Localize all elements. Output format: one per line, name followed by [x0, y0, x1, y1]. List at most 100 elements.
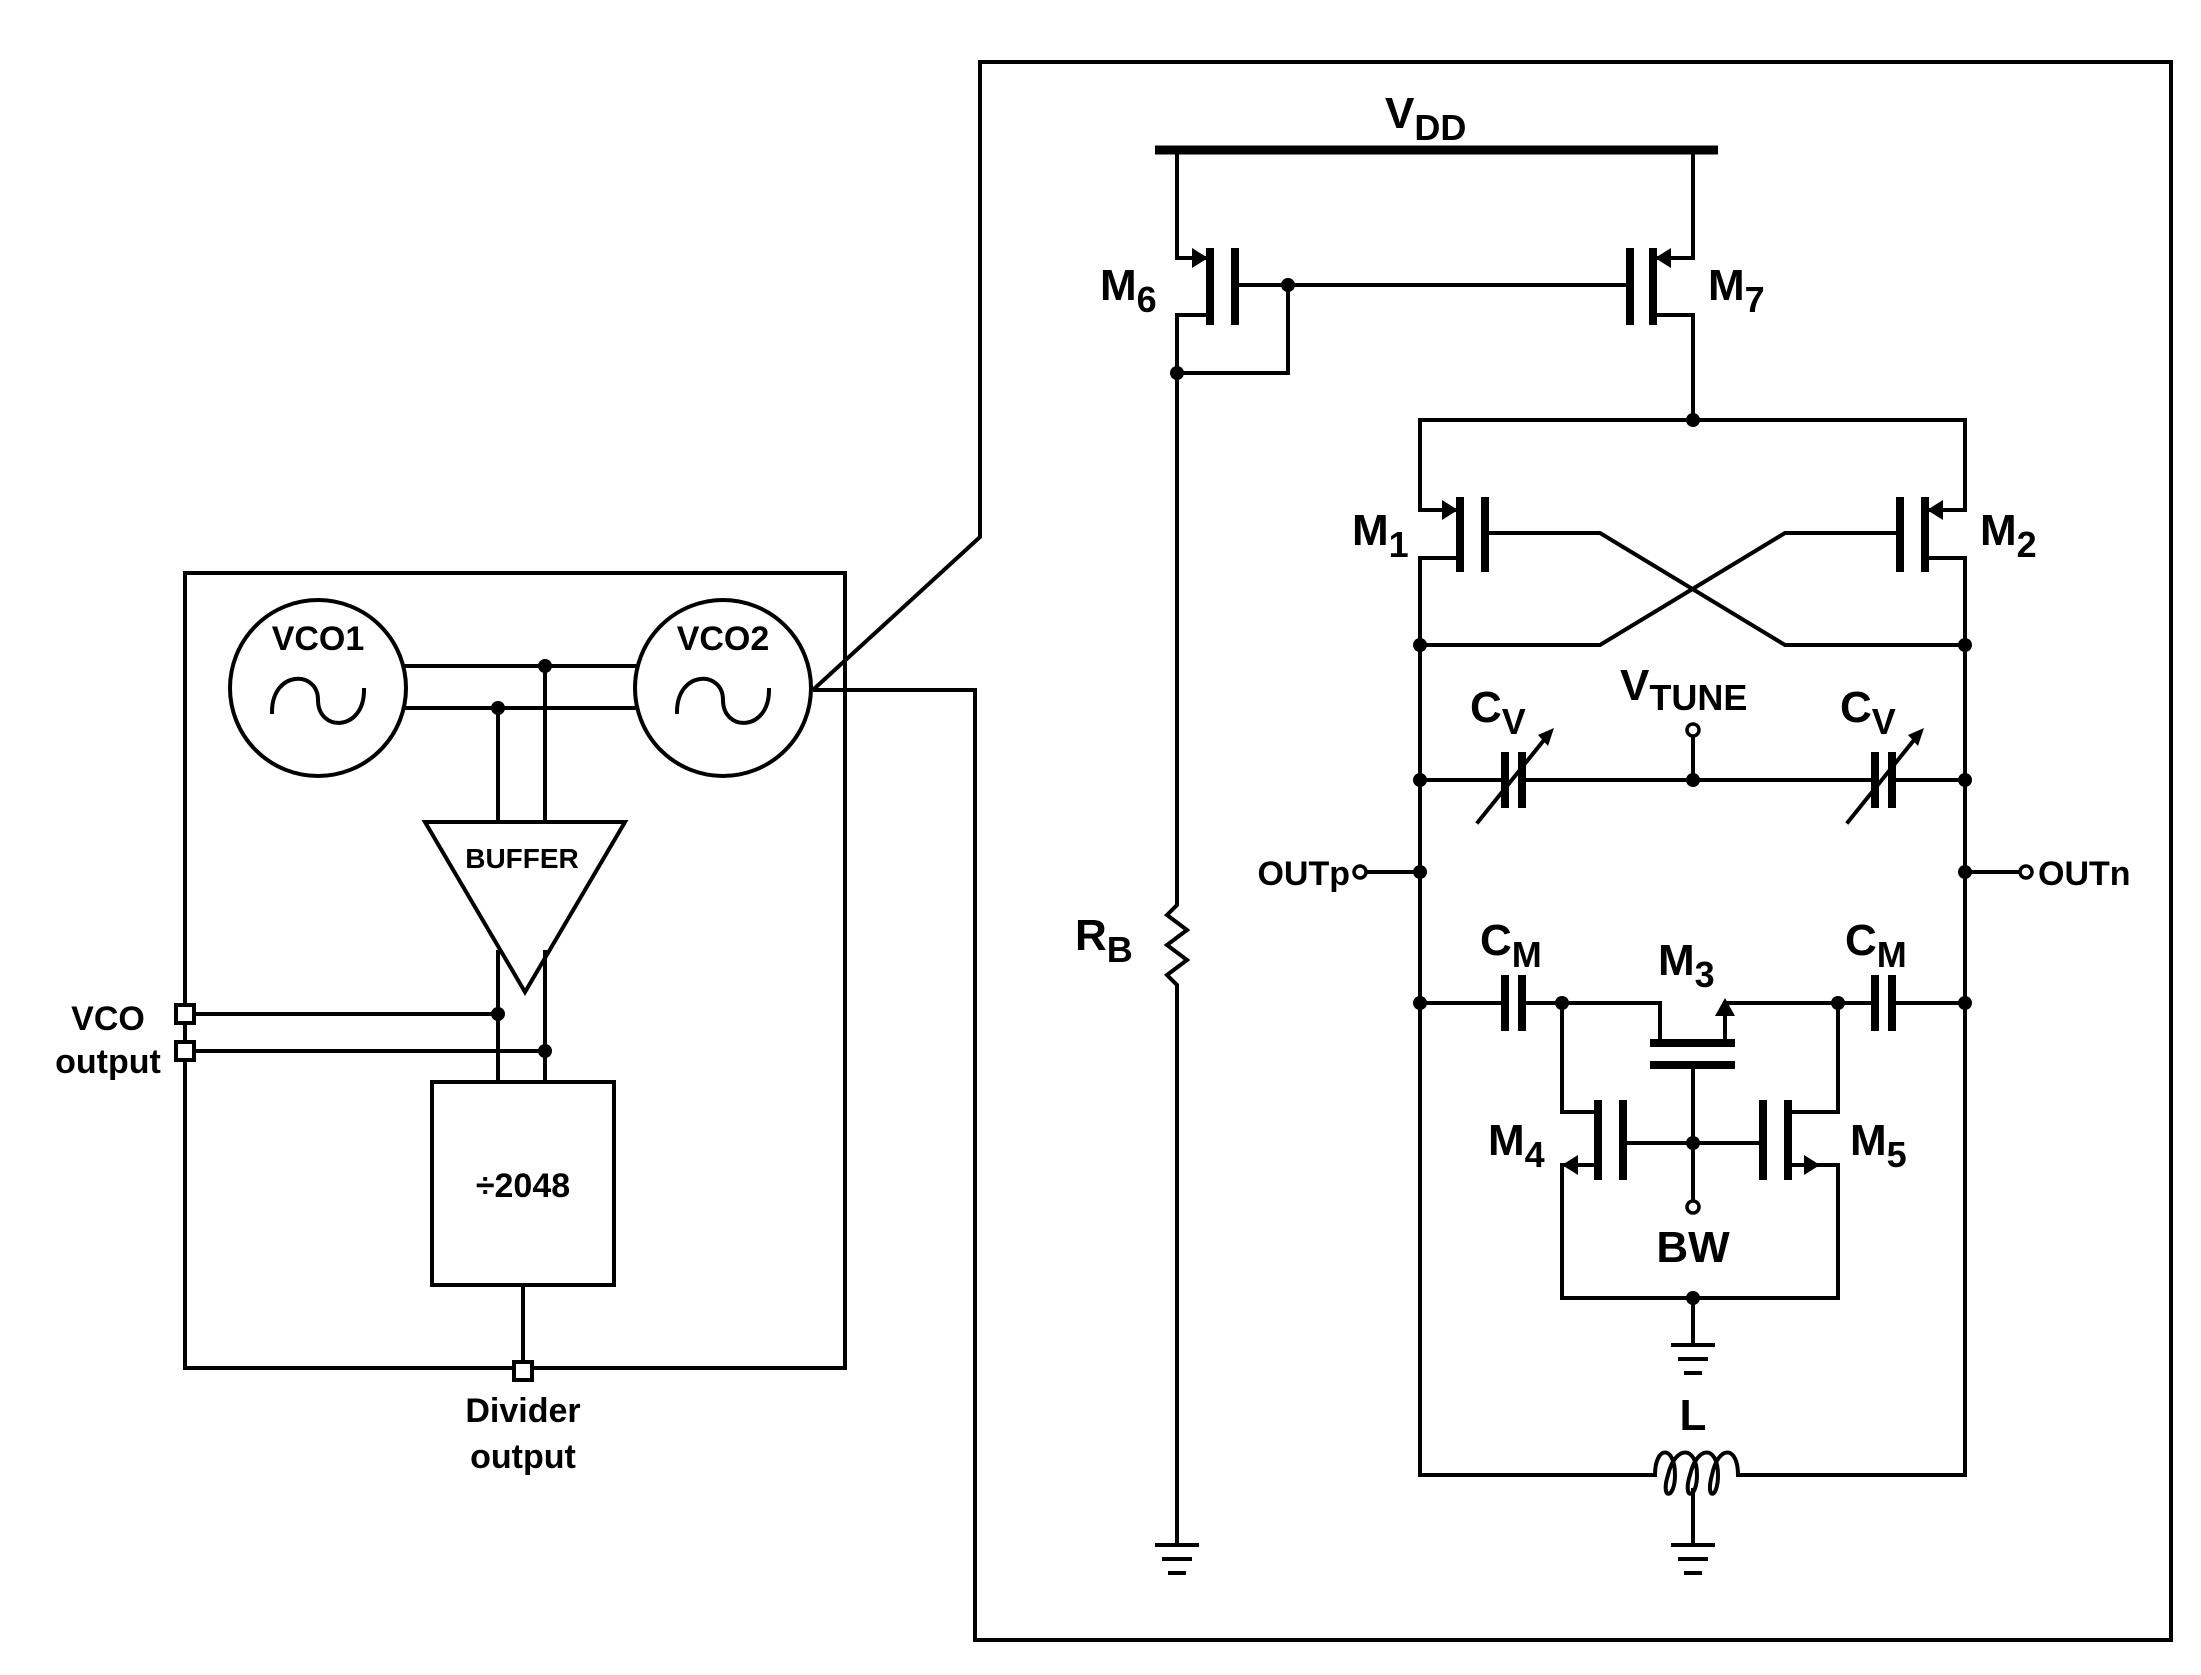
- rb-label-sub: B: [1107, 929, 1133, 970]
- vtune-label-sub: TUNE: [1649, 677, 1747, 718]
- cm-right-label-main: C: [1845, 916, 1877, 965]
- cv-right-tune-slash: [1845, 732, 1921, 825]
- m2-label: M2: [1980, 506, 2037, 565]
- transistor-m5: M5: [1759, 1001, 1907, 1300]
- junction-dot: [1958, 996, 1972, 1010]
- rb-label-main: R: [1075, 911, 1107, 960]
- vtune-terminal: [1685, 722, 1701, 738]
- cm-right-label-sub: M: [1877, 934, 1907, 975]
- transistor-m7: M7: [1626, 148, 1765, 422]
- m1-label: M1: [1352, 506, 1409, 565]
- resistor-rb: RB: [1075, 371, 1191, 1547]
- m6-arrow-icon: [1192, 248, 1208, 268]
- divider-label: ÷2048: [476, 1167, 570, 1205]
- cv-right-label: CV: [1840, 683, 1896, 742]
- m5-source-wire: [1786, 1163, 1840, 1300]
- m7-label-main: M: [1708, 261, 1745, 310]
- junction-dot: [1413, 996, 1427, 1010]
- vco2-label: VCO2: [677, 620, 770, 658]
- buffer-label: BUFFER: [465, 843, 579, 874]
- ground-icon: [1155, 1543, 1199, 1575]
- junction-dot: [538, 1044, 552, 1058]
- m2-arrow-icon: [1927, 500, 1943, 520]
- m7-drain-wire: [1651, 313, 1695, 422]
- ground-icon: [1671, 1543, 1715, 1575]
- tank-left-rail: [1418, 643, 1657, 1477]
- cm-left-label-main: C: [1480, 916, 1512, 965]
- m2-source-wire: [1923, 418, 1967, 512]
- m2-drain-wire: [1923, 556, 1967, 647]
- m1-arrow-icon: [1442, 500, 1458, 520]
- outn-label: OUTn: [2038, 855, 2131, 893]
- outn-terminal: [2018, 864, 2034, 880]
- m6-label: M6: [1100, 261, 1157, 320]
- vco-output-label-line2: output: [55, 1043, 161, 1081]
- vco2-oscillator: VCO2: [633, 598, 813, 778]
- junction-dot: [491, 701, 505, 715]
- ground-bars: [1671, 1543, 1715, 1575]
- zoom-callout-outline: [812, 60, 2173, 1642]
- cm-left-label: CM: [1480, 916, 1542, 975]
- output-ports: OUTp OUTn: [1257, 855, 2130, 893]
- vdd-label: VDD: [1385, 89, 1466, 148]
- tank-right-rail: [1736, 643, 1967, 1477]
- transistor-m1: M1: [1352, 418, 1489, 647]
- vdd-label-sub: DD: [1414, 107, 1466, 148]
- inductor-l: L: [1652, 1391, 1741, 1547]
- buffer-triangle: [421, 820, 629, 996]
- rb-resistor-wire: [1163, 371, 1191, 1547]
- m4-source-wire: [1560, 1163, 1600, 1300]
- cross-couple-wire-m2-gate: [1418, 531, 1902, 647]
- m7-label: M7: [1708, 261, 1765, 320]
- vdd-label-main: V: [1385, 89, 1415, 138]
- vco1-oscillator: VCO1: [228, 598, 408, 778]
- bw-terminal: [1685, 1199, 1701, 1215]
- m5-label-main: M: [1850, 1116, 1887, 1165]
- m3-label-main: M: [1658, 936, 1695, 985]
- m1-source-wire: [1418, 418, 1462, 512]
- vco1-label: VCO1: [272, 620, 365, 658]
- m1-drain-wire: [1418, 556, 1462, 647]
- m1-label-main: M: [1352, 506, 1389, 555]
- inductor-label: L: [1680, 1391, 1707, 1440]
- cv-right-arrow-icon: [1908, 728, 1924, 746]
- junction-dot: [1958, 865, 1972, 879]
- m4-label: M4: [1488, 1116, 1545, 1175]
- frequency-divider: ÷2048: [430, 1080, 616, 1287]
- varactor-bank: V TUNE CV CV: [1413, 661, 1972, 825]
- ground-bars: [1671, 1343, 1715, 1375]
- cv-left-arrow-icon: [1538, 728, 1554, 746]
- outp-terminal: [1352, 864, 1368, 880]
- m1-label-sub: 1: [1389, 524, 1409, 565]
- m5-drain-wire: [1786, 1001, 1840, 1114]
- ground-bars: [1155, 1543, 1199, 1575]
- cm-right-label: CM: [1845, 916, 1907, 975]
- vco-transistor-circuit: VDD M6 M7 RB: [1075, 89, 2131, 1575]
- m4-label-main: M: [1488, 1116, 1525, 1165]
- m4-label-sub: 4: [1525, 1134, 1545, 1175]
- cm-left-label-sub: M: [1512, 934, 1542, 975]
- cv-left-label: CV: [1470, 683, 1526, 742]
- cross-couple-wire-m1-gate: [1483, 531, 1967, 647]
- junction-dot: [538, 659, 552, 673]
- m5-arrow-icon: [1804, 1155, 1820, 1175]
- vco-output-pad-1: [174, 1003, 196, 1025]
- ground-icon: [1671, 1343, 1715, 1375]
- m7-arrow-icon: [1655, 248, 1671, 268]
- divider-output-label-line1: Divider: [465, 1392, 580, 1430]
- buffer-amplifier: BUFFER: [421, 820, 629, 996]
- m3-label: M3: [1658, 936, 1715, 995]
- m6-label-main: M: [1100, 261, 1137, 310]
- m4-arrow-icon: [1562, 1155, 1578, 1175]
- vco1-sine-icon: [269, 676, 367, 725]
- m7-label-sub: 7: [1745, 279, 1765, 320]
- cv-left-label-sub: V: [1502, 701, 1526, 742]
- junction-dot: [1958, 773, 1972, 787]
- vco-output-pad-2: [174, 1040, 196, 1062]
- m2-label-sub: 2: [2017, 524, 2037, 565]
- m7-source-wire: [1651, 148, 1695, 260]
- junction-dot: [1413, 773, 1427, 787]
- m6-diode-wire: [1175, 283, 1290, 375]
- divider-output-pad: [512, 1360, 534, 1382]
